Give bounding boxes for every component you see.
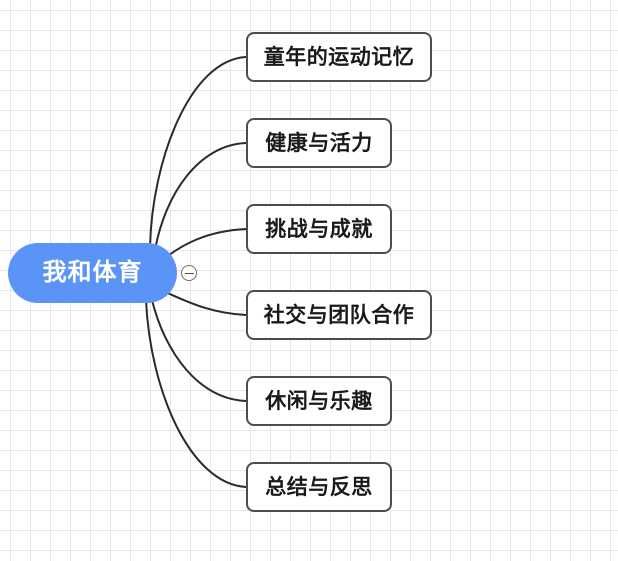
- root-node[interactable]: 我和体育: [8, 243, 177, 303]
- minus-circle-icon[interactable]: [181, 265, 197, 281]
- connector-to-branch-2: [154, 142, 247, 251]
- connector-to-branch-6: [145, 299, 247, 488]
- branch-node-label: 总结与反思: [265, 475, 373, 499]
- root-node-label: 我和体育: [42, 259, 143, 286]
- connector-to-branch-3: [164, 228, 247, 259]
- branch-node-5[interactable]: 休闲与乐趣: [246, 376, 392, 426]
- connector-to-branch-4: [162, 290, 247, 316]
- connector-to-branch-5: [151, 299, 247, 402]
- branch-node-label: 童年的运动记忆: [263, 45, 415, 69]
- connector-to-branch-1: [149, 56, 247, 248]
- branch-node-label: 健康与活力: [265, 131, 373, 155]
- branch-node-1[interactable]: 童年的运动记忆: [246, 32, 432, 82]
- branch-node-3[interactable]: 挑战与成就: [246, 204, 392, 254]
- branch-node-2[interactable]: 健康与活力: [246, 118, 392, 168]
- branch-node-label: 社交与团队合作: [263, 303, 415, 327]
- branch-node-4[interactable]: 社交与团队合作: [246, 290, 432, 340]
- branch-node-label: 休闲与乐趣: [265, 389, 373, 413]
- branch-node-label: 挑战与成就: [265, 217, 373, 241]
- minus-bar: [184, 272, 194, 274]
- branch-node-6[interactable]: 总结与反思: [246, 462, 392, 512]
